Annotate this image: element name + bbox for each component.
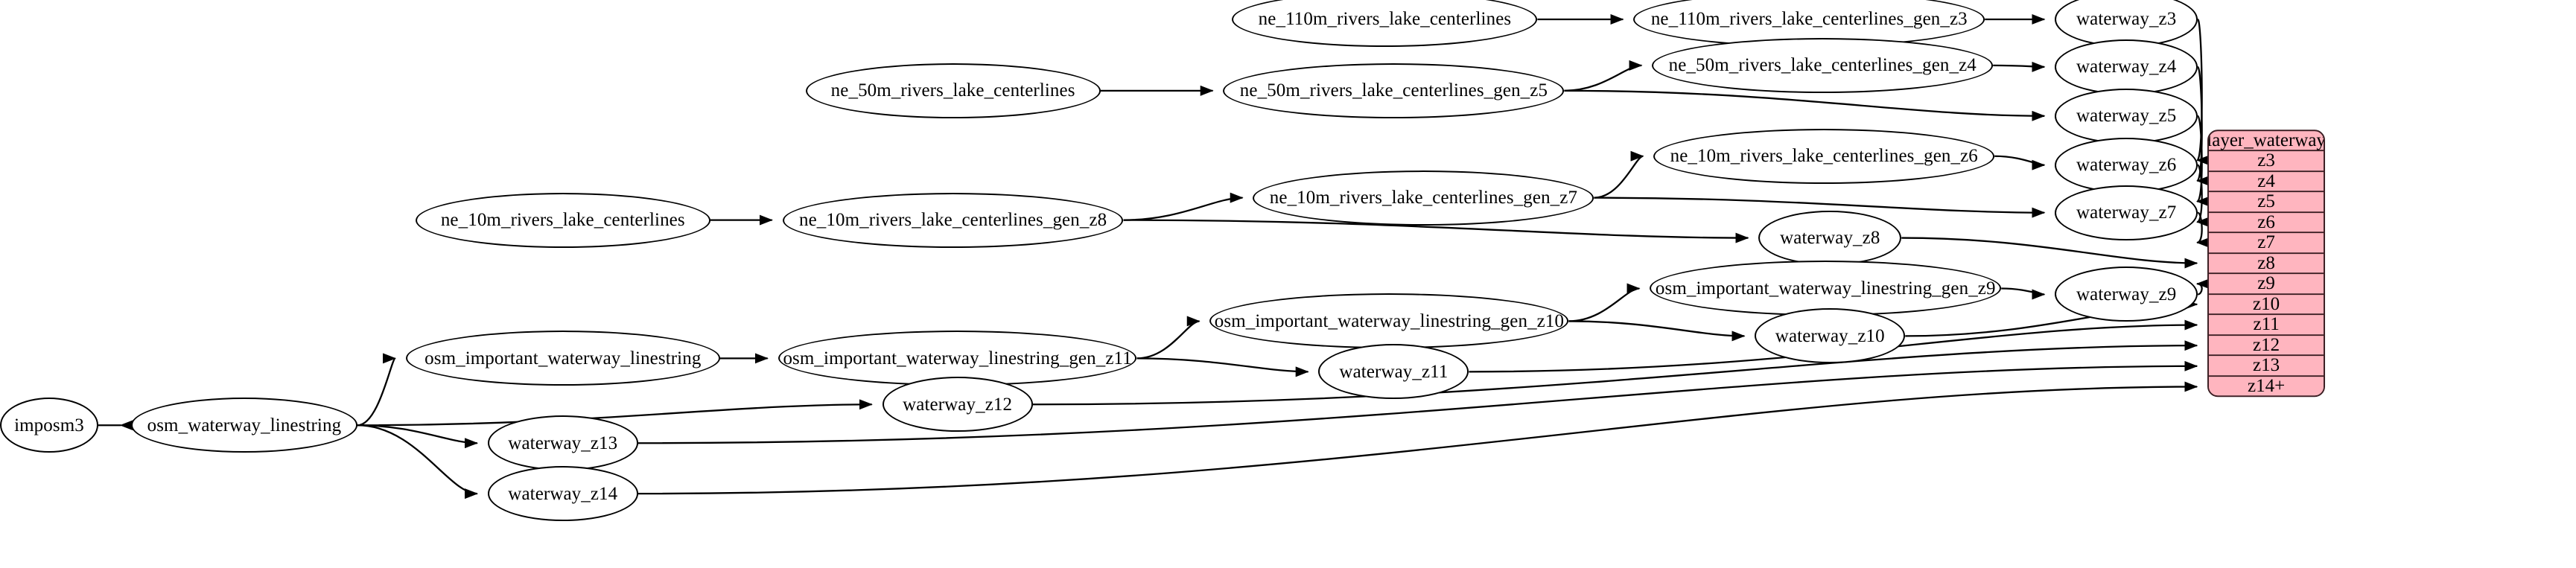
graph-node-waterway_z14[interactable]: waterway_z14 [487,466,638,522]
graph-edge-waterway_z7--to--layer_waterway_z7 [2195,211,2210,248]
graph-edge-osm_important_waterway_linestring_gen_z11--to--waterway_z11 [1136,357,1309,377]
graph-node-label: waterway_z6 [2076,155,2177,176]
graph-node-label: osm_important_waterway_linestring_gen_z1… [783,348,1132,368]
graph-edge-osm_important_waterway_linestring_gen_z11--to--osm_important_waterway_linestring_gen_z10 [1136,316,1200,360]
graph-node-label: osm_waterway_linestring [147,415,342,435]
graph-edge-osm_waterway_linestring--to--osm_important_waterway_linestring [357,353,397,427]
graph-node-osm_important_waterway_linestring_gen_z10[interactable]: osm_important_waterway_linestring_gen_z1… [1209,293,1569,349]
graph-node-label: waterway_z12 [903,394,1013,415]
layer-table-header: layer_waterway [2207,130,2326,152]
graph-node-ne_50m_rivers_lake_centerlines_gen_z4[interactable]: ne_50m_rivers_lake_centerlines_gen_z4 [1652,37,1994,93]
graph-node-osm_waterway_linestring[interactable]: osm_waterway_linestring [130,398,357,453]
layer-table-row-z4[interactable]: z4 [2209,171,2324,193]
graph-node-ne_10m_rivers_lake_centerlines_gen_z6[interactable]: ne_10m_rivers_lake_centerlines_gen_z6 [1653,128,1995,184]
graph-node-imposm3[interactable]: imposm3 [0,398,98,453]
graph-node-label: waterway_z3 [2076,9,2177,30]
layer-table-row-z14+[interactable]: z14+ [2209,376,2324,396]
graph-edge-waterway_z14--to--layer_waterway_z14_ [637,381,2198,495]
graph-node-ne_10m_rivers_lake_centerlines[interactable]: ne_10m_rivers_lake_centerlines [415,192,710,248]
graph-node-label: waterway_z14 [508,483,618,504]
graph-edge-osm_important_waterway_linestring_gen_z9--to--waterway_z9 [2001,287,2046,300]
graph-node-label: ne_10m_rivers_lake_centerlines_gen_z6 [1670,146,1978,167]
graph-edge-ne_10m_rivers_lake_centerlines_gen_z6--to--waterway_z6 [1994,155,2046,170]
graph-node-waterway_z7[interactable]: waterway_z7 [2055,185,2198,240]
graph-node-waterway_z12[interactable]: waterway_z12 [882,377,1033,433]
graph-node-label: ne_50m_rivers_lake_centerlines_gen_z5 [1239,80,1548,101]
graph-edge-ne_10m_rivers_lake_centerlines_gen_z7--to--ne_10m_rivers_lake_centerlines_gen_z6 [1594,150,1644,199]
layer-table-row-z11[interactable]: z11 [2209,315,2324,336]
graph-node-label: imposm3 [14,415,84,435]
graph-node-label: ne_110m_rivers_lake_centerlines_gen_z3 [1650,9,1968,30]
graph-node-waterway_z13[interactable]: waterway_z13 [487,415,638,471]
graph-edge-waterway_z5--to--layer_waterway_z5 [2195,115,2210,207]
graph-node-label: ne_10m_rivers_lake_centerlines_gen_z7 [1269,188,1578,208]
graph-node-ne_50m_rivers_lake_centerlines_gen_z5[interactable]: ne_50m_rivers_lake_centerlines_gen_z5 [1223,63,1565,118]
graph-edge-waterway_z3--to--layer_waterway_z3 [2195,18,2210,165]
layer-table-row-z13[interactable]: z13 [2209,356,2324,377]
layer-table-row-z12[interactable]: z12 [2209,335,2324,357]
graph-node-waterway_z11[interactable]: waterway_z11 [1318,344,1469,400]
graph-node-label: waterway_z13 [508,433,618,453]
layer-table-row-z5[interactable]: z5 [2209,192,2324,213]
graph-edge-ne_50m_rivers_lake_centerlines_gen_z5--to--waterway_z5 [1564,89,2046,121]
graph-node-waterway_z4[interactable]: waterway_z4 [2055,39,2198,95]
graph-node-label: waterway_z11 [1339,361,1448,382]
graph-edge-osm_waterway_linestring--to--waterway_z13 [357,424,479,449]
graph-node-label: osm_important_waterway_linestring [424,348,702,368]
graph-node-ne_110m_rivers_lake_centerlines[interactable]: ne_110m_rivers_lake_centerlines [1232,0,1538,47]
graph-node-label: waterway_z9 [2076,284,2177,304]
graph-node-ne_50m_rivers_lake_centerlines[interactable]: ne_50m_rivers_lake_centerlines [805,63,1101,118]
graph-node-waterway_z6[interactable]: waterway_z6 [2055,137,2198,193]
graph-edge-osm_important_waterway_linestring_gen_z10--to--osm_important_waterway_linestring_gen_z9 [1568,283,1641,322]
graph-node-ne_10m_rivers_lake_centerlines_gen_z7[interactable]: ne_10m_rivers_lake_centerlines_gen_z7 [1253,170,1594,226]
graph-edge-waterway_z8--to--layer_waterway_z8 [1901,237,2198,269]
graph-edge-osm_important_waterway_linestring_gen_z10--to--waterway_z10 [1568,320,1746,342]
graph-node-label: ne_50m_rivers_lake_centerlines [830,80,1075,101]
graph-node-label: ne_10m_rivers_lake_centerlines_gen_z8 [798,210,1107,231]
graph-node-label: waterway_z10 [1775,325,1885,346]
graph-node-waterway_z9[interactable]: waterway_z9 [2055,267,2198,322]
graph-node-waterway_z8[interactable]: waterway_z8 [1758,210,1902,266]
graph-edge-ne_10m_rivers_lake_centerlines_gen_z8--to--ne_10m_rivers_lake_centerlines_gen_z7 [1123,192,1244,221]
graph-edge-waterway_z12--to--layer_waterway_z12 [1032,340,2198,406]
graph-node-label: osm_important_waterway_linestring_gen_z9 [1655,278,1996,299]
graph-node-label: waterway_z7 [2076,202,2177,223]
graph-edge-ne_50m_rivers_lake_centerlines_gen_z5--to--ne_50m_rivers_lake_centerlines_gen_z4 [1564,60,1643,92]
graph-node-label: ne_110m_rivers_lake_centerlines [1258,9,1512,30]
graph-node-label: waterway_z8 [1780,228,1880,249]
graph-node-label: ne_50m_rivers_lake_centerlines_gen_z4 [1668,55,1976,76]
graph-node-label: osm_important_waterway_linestring_gen_z1… [1214,310,1565,331]
graph-node-waterway_z5[interactable]: waterway_z5 [2055,88,2198,144]
layer-table-row-z7[interactable]: z7 [2209,233,2324,254]
graph-edge-osm_waterway_linestring--to--waterway_z14 [357,424,479,500]
layer-table-row-z10[interactable]: z10 [2209,294,2324,316]
layer-table-row-z6[interactable]: z6 [2209,212,2324,234]
graph-node-label: ne_10m_rivers_lake_centerlines [440,210,685,231]
layer-table-row-z9[interactable]: z9 [2209,274,2324,295]
graph-node-waterway_z10[interactable]: waterway_z10 [1755,308,1906,364]
layer-table-row-z3[interactable]: z3 [2209,151,2324,172]
graph-node-osm_important_waterway_linestring[interactable]: osm_important_waterway_linestring [405,331,720,386]
graph-edge-osm_waterway_linestring--to--waterway_z12 [357,399,873,427]
graph-node-label: waterway_z4 [2076,57,2177,77]
graph-node-label: waterway_z5 [2076,106,2177,127]
graph-edge-ne_50m_rivers_lake_centerlines_gen_z4--to--waterway_z4 [1993,61,2046,72]
graph-node-osm_important_waterway_linestring_gen_z9[interactable]: osm_important_waterway_linestring_gen_z9 [1650,261,2002,316]
graph-node-ne_10m_rivers_lake_centerlines_gen_z8[interactable]: ne_10m_rivers_lake_centerlines_gen_z8 [782,192,1124,248]
layer-table-row-z8[interactable]: z8 [2209,253,2324,275]
